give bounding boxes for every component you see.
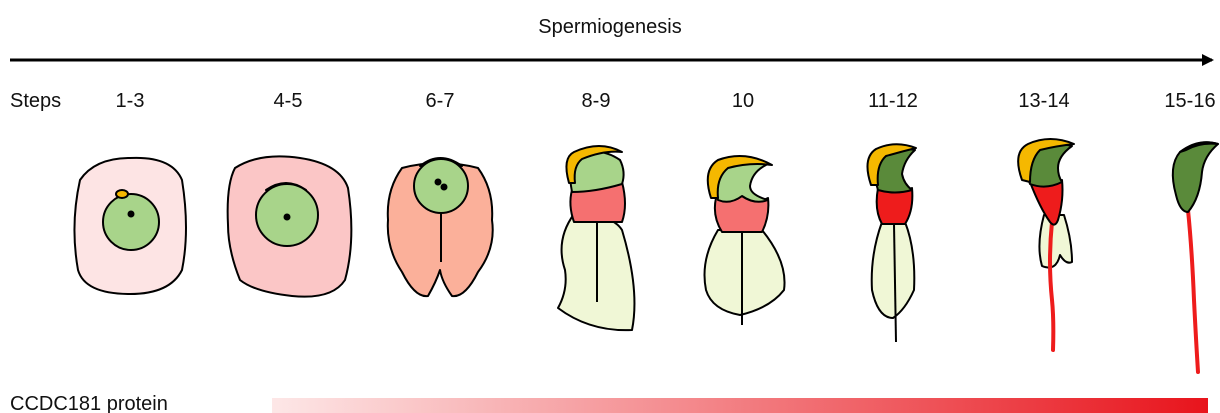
spermatid-step-6-7 bbox=[388, 158, 493, 296]
step-label-2: 4-5 bbox=[274, 90, 303, 112]
spermatid-step-8-9 bbox=[558, 146, 634, 330]
protein-expression-gradient-bar bbox=[272, 398, 1208, 413]
step-label-8: 15-16 bbox=[1164, 90, 1215, 112]
steps-label: Steps bbox=[10, 90, 61, 112]
step-label-1: 1-3 bbox=[116, 90, 145, 112]
title: Spermiogenesis bbox=[538, 16, 681, 38]
spermatid-step-13-14 bbox=[1018, 139, 1074, 350]
protein-label: CCDC181 protein bbox=[10, 393, 168, 413]
spermatid-step-15-16 bbox=[1173, 142, 1218, 372]
spermatid-step-11-12 bbox=[867, 144, 916, 342]
spermatid-step-1-3 bbox=[74, 158, 186, 294]
step-label-4: 8-9 bbox=[582, 90, 611, 112]
step-label-5: 10 bbox=[732, 90, 754, 112]
step-label-7: 13-14 bbox=[1018, 90, 1069, 112]
spermatid-step-4-5 bbox=[228, 156, 352, 296]
spermatid-step-10 bbox=[705, 156, 785, 325]
step-label-6: 11-12 bbox=[868, 90, 918, 112]
step-label-3: 6-7 bbox=[426, 90, 455, 112]
